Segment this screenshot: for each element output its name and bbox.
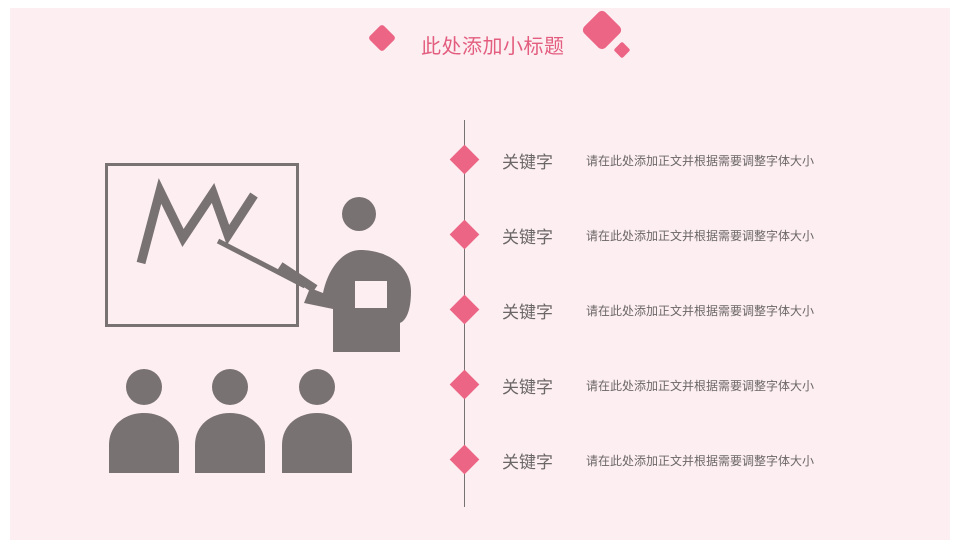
item-text: 请在此处添加正文并根据需要调整字体大小 <box>586 379 815 393</box>
whiteboard-icon <box>105 163 299 327</box>
slide-title: 此处添加小标题 <box>421 34 565 58</box>
item-text: 请在此处添加正文并根据需要调整字体大小 <box>586 154 815 168</box>
bullet-diamond-icon <box>449 444 480 475</box>
title-diamond-icon <box>367 23 397 53</box>
list-item: 关键字 请在此处添加正文并根据需要调整字体大小 <box>440 215 880 255</box>
item-keyword: 关键字 <box>502 453 553 473</box>
item-text: 请在此处添加正文并根据需要调整字体大小 <box>586 304 815 318</box>
slide: 此处添加小标题 <box>10 8 950 540</box>
item-keyword: 关键字 <box>502 378 553 398</box>
list-item: 关键字 请在此处添加正文并根据需要调整字体大小 <box>440 290 880 330</box>
title-block: 此处添加小标题 <box>365 8 785 65</box>
bullet-diamond-icon <box>449 369 480 400</box>
item-keyword: 关键字 <box>502 228 553 248</box>
bullet-diamond-icon <box>449 294 480 325</box>
presentation-illustration <box>105 163 411 473</box>
bullet-diamond-icon <box>449 144 480 175</box>
audience-icon <box>109 369 352 473</box>
decorative-small-diamond-icon <box>613 41 631 59</box>
presenter-icon <box>216 197 411 352</box>
zigzag-chart-icon <box>136 178 258 265</box>
list-item: 关键字 请在此处添加正文并根据需要调整字体大小 <box>440 140 880 180</box>
item-keyword: 关键字 <box>502 153 553 173</box>
list-item: 关键字 请在此处添加正文并根据需要调整字体大小 <box>440 365 880 405</box>
item-text: 请在此处添加正文并根据需要调整字体大小 <box>586 229 815 243</box>
bullet-diamond-icon <box>449 219 480 250</box>
list-item: 关键字 请在此处添加正文并根据需要调整字体大小 <box>440 440 880 480</box>
item-text: 请在此处添加正文并根据需要调整字体大小 <box>586 454 815 468</box>
item-keyword: 关键字 <box>502 303 553 323</box>
